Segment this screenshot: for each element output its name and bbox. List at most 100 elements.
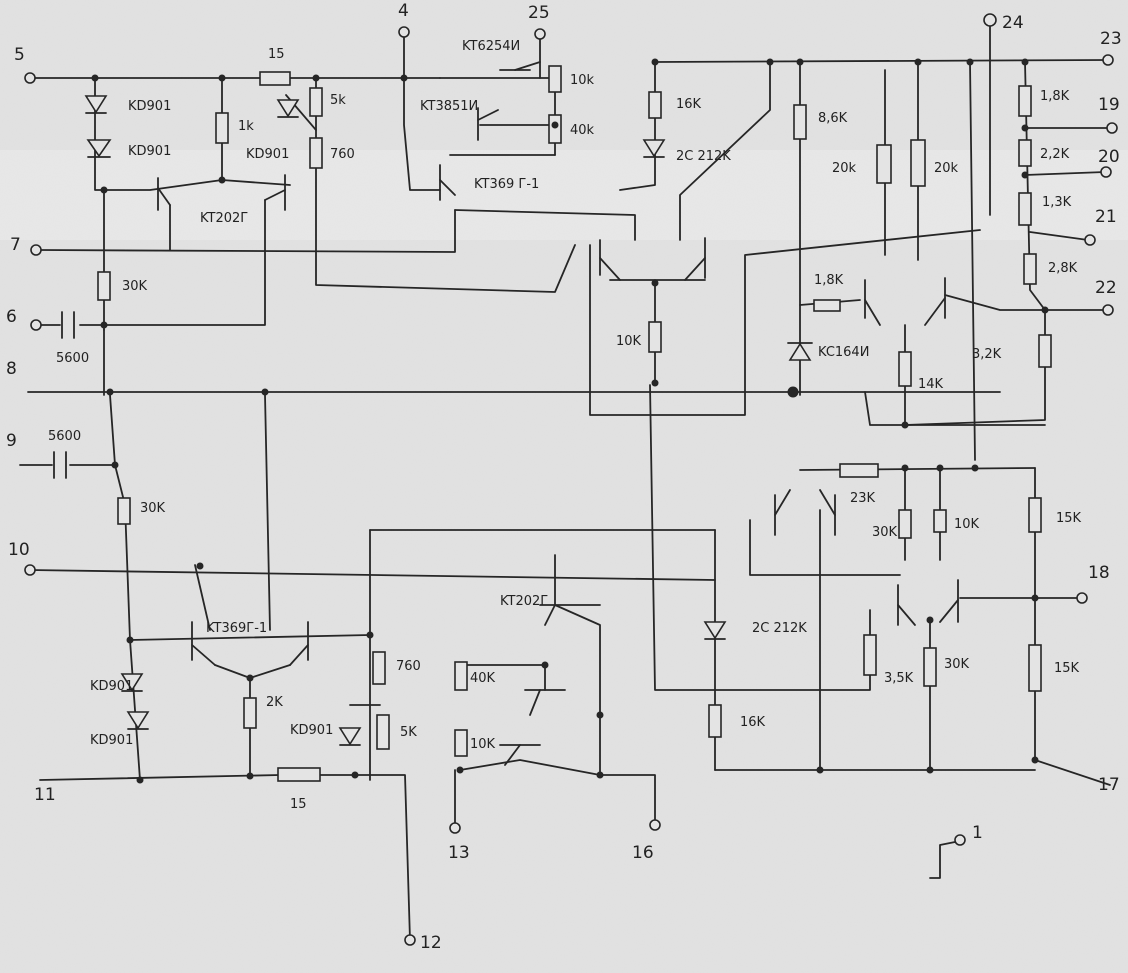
label-20k-a: 20k: [832, 161, 857, 176]
resistor-30k-a: [97, 271, 111, 301]
resistor-40k-top: [548, 114, 562, 144]
terminal-10: [24, 564, 36, 576]
resistor-15k-lower: [1028, 644, 1042, 692]
terminal-4: [398, 26, 410, 38]
resistor-760-b: [372, 651, 386, 685]
label-2-8k: 2,8K: [1048, 261, 1078, 276]
pin-16: 16: [632, 843, 654, 863]
resistor-5k-b: [376, 714, 390, 750]
terminals: [24, 13, 1118, 946]
resistor-1-8k: [1018, 85, 1032, 117]
label-5k-top: 5k: [330, 93, 346, 108]
pin-19: 19: [1098, 95, 1120, 115]
resistor-8-6k: [793, 104, 807, 140]
resistors: [97, 65, 1052, 782]
label-2-2k: 2,2K: [1040, 147, 1070, 162]
terminal-20: [1100, 166, 1112, 178]
diode-kd901-f: [338, 727, 362, 746]
label-kt202: KT202Г: [200, 211, 248, 226]
transistor-kt6254: [499, 61, 541, 71]
wire-970: [969, 61, 976, 461]
label-15k-upper: 15K: [1056, 511, 1082, 526]
terminal-5: [24, 72, 36, 84]
label-10k-d: 10K: [470, 737, 496, 752]
resistor-760-top: [309, 137, 323, 169]
wire-kt202b-r: [599, 714, 656, 821]
resistor-16k-top: [648, 91, 662, 119]
wire-265: [264, 394, 271, 631]
label-kd901-a: KD901: [128, 99, 171, 114]
terminal-12: [404, 934, 416, 946]
wire-mid-pair-left: [589, 229, 981, 416]
label-30k-c: 30K: [872, 525, 898, 540]
wire-rl-rail: [799, 467, 1036, 471]
wire-mid-pair-rail: [679, 61, 771, 241]
label-c5600-a: 5600: [56, 351, 89, 366]
transistor-mid-pair-r: [684, 237, 706, 281]
terminal-18: [1076, 592, 1088, 604]
wire-upper-rail: [654, 59, 1109, 63]
pin-17: 17: [1098, 775, 1120, 795]
label-kd901-e: KD901: [90, 733, 133, 748]
terminal-16: [649, 819, 661, 831]
label-kt202-lower: KT202Г: [500, 594, 548, 609]
transistor-kt3851: [477, 107, 499, 141]
pin-numbers: 5 4 25 24 23 19 20 21 22 7 6 8 9 10 11 1…: [6, 1, 1122, 953]
label-kd901-b: KD901: [128, 144, 171, 159]
diode-kd901-e: [126, 711, 150, 730]
label-15k-lower: 15K: [1054, 661, 1080, 676]
transistor-kt202-left: [157, 177, 171, 211]
pin-7: 7: [10, 235, 21, 255]
label-1k: 1k: [238, 119, 254, 134]
label-40k-b: 40K: [470, 671, 496, 686]
resistor-30k-b: [117, 497, 131, 525]
wire-rl-left: [749, 519, 901, 576]
label-10k-top: 10k: [570, 73, 595, 88]
transistor-kt202-lower-m: [524, 689, 566, 716]
capacitor-pin6: [61, 311, 75, 339]
resistor-10k-c: [933, 509, 947, 533]
resistor-10k-top: [548, 65, 562, 93]
terminal-1: [954, 834, 966, 846]
transistor-rl-l: [774, 489, 791, 536]
pin-9: 9: [6, 431, 17, 451]
label-3-5k: 3,5K: [884, 671, 914, 686]
resistor-1-3k: [1018, 192, 1032, 226]
pin-10: 10: [8, 540, 30, 560]
pin-8: 8: [6, 359, 17, 379]
label-23k: 23K: [850, 491, 876, 506]
pin-18: 18: [1088, 563, 1110, 583]
resistor-10k-mid: [648, 321, 662, 353]
zener-kc164: [787, 342, 813, 361]
wire-kt385-left: [403, 77, 441, 191]
pin-21: 21: [1095, 207, 1117, 227]
transistors: [157, 61, 959, 766]
label-2k: 2K: [266, 695, 283, 710]
wire-21: [1029, 231, 1089, 241]
resistor-2k: [243, 697, 257, 729]
label-8-6k: 8,6K: [818, 111, 848, 126]
resistor-14k: [898, 351, 912, 387]
capacitors: [53, 311, 75, 479]
pin-4: 4: [398, 1, 409, 21]
label-kd901-f: KD901: [290, 723, 333, 738]
resistor-15-top: [259, 71, 291, 86]
wire-pin10b: [194, 564, 211, 631]
label-kd901-c: KD901: [246, 147, 289, 162]
wire-pin11b: [319, 774, 411, 941]
wire-gnd-right: [864, 391, 1046, 426]
resistor-1-8k-b: [813, 299, 841, 312]
label-c5600-b: 5600: [48, 429, 81, 444]
transistor-rl-low-l: [897, 584, 916, 626]
resistor-3-5k: [863, 634, 877, 676]
pin-23: 23: [1100, 29, 1122, 49]
transistor-mid-pair-l: [599, 239, 621, 281]
terminal-13: [449, 822, 461, 834]
transistor-kt202-lower-t: [539, 604, 601, 626]
resistor-15k-upper: [1028, 497, 1042, 533]
label-40k-top: 40k: [570, 123, 595, 138]
wire-pin1: [929, 841, 956, 879]
label-5k-b: 5K: [400, 725, 417, 740]
wire-22: [944, 294, 1106, 311]
